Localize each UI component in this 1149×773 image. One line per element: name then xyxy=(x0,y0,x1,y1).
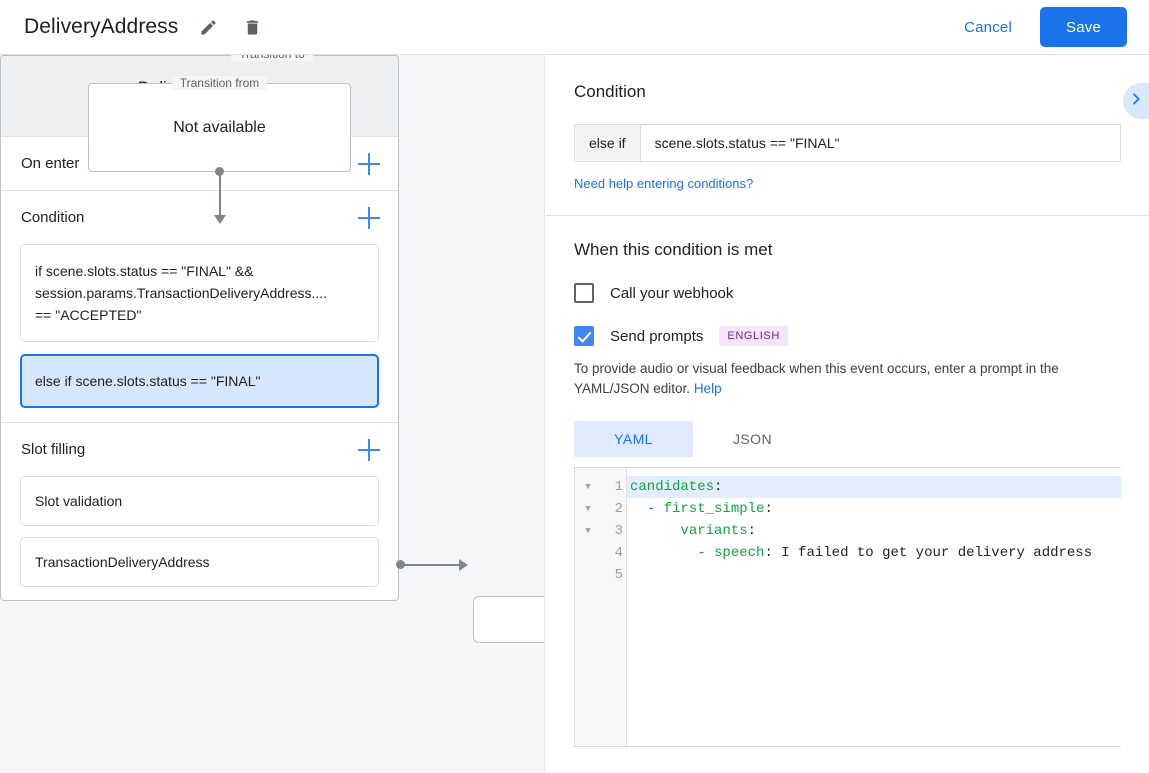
plus-icon-slot-filling[interactable] xyxy=(358,438,380,461)
condition-list-item-selected[interactable]: else if scene.slots.status == "FINAL" xyxy=(20,354,379,408)
panel-collapse-button[interactable] xyxy=(1123,83,1149,119)
transition-from-legend: Transition from xyxy=(171,76,268,90)
condition-line: == "ACCEPTED" xyxy=(35,307,142,323)
trash-icon xyxy=(243,18,262,37)
condition-edge-arrow xyxy=(459,559,468,571)
edge-arrow-down xyxy=(214,215,226,224)
fold-toggle-icon[interactable]: ▼ xyxy=(585,482,591,492)
code-line xyxy=(627,564,1121,586)
section-header-condition: Condition xyxy=(1,191,398,244)
webhook-row: Call your webhook xyxy=(574,283,1121,303)
section-header-slot-filling: Slot filling xyxy=(1,423,398,476)
cancel-button[interactable]: Cancel xyxy=(952,11,1024,44)
details-panel: Condition else if Need help entering con… xyxy=(546,55,1149,773)
section-title-on-enter: On enter xyxy=(21,155,80,172)
editor-format-tabs: YAML JSON xyxy=(574,421,1121,457)
prompts-hint: To provide audio or visual feedback when… xyxy=(574,359,1121,399)
code-line: candidates: xyxy=(627,476,1121,498)
panel-when-met-section: When this condition is met Call your web… xyxy=(546,216,1149,747)
send-prompts-checkbox[interactable] xyxy=(574,326,594,346)
line-number: 4 xyxy=(614,545,623,561)
section-title-slot-filling: Slot filling xyxy=(21,441,86,458)
fold-toggle-icon[interactable]: ▼ xyxy=(585,526,591,536)
slot-list-item[interactable]: TransactionDeliveryAddress xyxy=(20,537,379,587)
editor-fold-column: ▼ ▼ ▼ xyxy=(575,468,601,746)
top-app-bar: DeliveryAddress Cancel Save xyxy=(0,0,1149,55)
condition-line: else if scene.slots.status == "FINAL" xyxy=(35,373,261,389)
tab-json[interactable]: JSON xyxy=(693,421,812,457)
line-number: 3 xyxy=(614,523,623,539)
section-header-on-enter: On enter xyxy=(1,137,398,190)
line-number: 5 xyxy=(614,567,623,583)
edge-vertical-line xyxy=(219,171,221,219)
line-number: 2 xyxy=(614,501,623,517)
send-prompts-row: Send prompts ENGLISH xyxy=(574,326,1121,346)
condition-list-item[interactable]: if scene.slots.status == "FINAL" && sess… xyxy=(20,244,379,342)
editor-line-numbers: 1 2 3 4 5 xyxy=(601,468,627,746)
line-number: 1 xyxy=(614,479,623,495)
section-condition: Condition if scene.slots.status == "FINA… xyxy=(1,191,398,423)
fold-spacer xyxy=(575,542,601,564)
call-webhook-label: Call your webhook xyxy=(610,284,734,302)
prompts-help-link[interactable]: Help xyxy=(693,381,722,396)
pencil-icon xyxy=(199,18,218,37)
slot-list-item[interactable]: Slot validation xyxy=(20,476,379,526)
condition-help-link[interactable]: Need help entering conditions? xyxy=(574,176,754,191)
plus-icon-on-enter[interactable] xyxy=(358,152,380,175)
prompts-hint-text: To provide audio or visual feedback when… xyxy=(574,361,1059,396)
flow-canvas[interactable]: Transition from Not available Transition… xyxy=(0,55,545,773)
plus-icon-condition[interactable] xyxy=(358,206,380,229)
prompt-code-editor[interactable]: ▼ ▼ ▼ 1 2 3 4 5 candidates: - first_simp… xyxy=(574,467,1121,747)
code-line: - speech: I failed to get your delivery … xyxy=(697,545,1093,561)
send-prompts-label: Send prompts xyxy=(610,327,704,345)
fold-spacer xyxy=(575,564,601,586)
condition-edge-dot xyxy=(396,560,405,569)
condition-expression-input[interactable] xyxy=(640,125,1120,161)
section-slot-filling: Slot filling Slot validation Transaction… xyxy=(1,423,398,600)
transition-to-legend: Transition to xyxy=(231,55,313,61)
editor-code-area[interactable]: candidates: - first_simple: variants: - … xyxy=(627,468,1121,746)
panel-condition-heading: Condition xyxy=(574,82,646,101)
call-webhook-checkbox[interactable] xyxy=(574,283,594,303)
condition-prefix-label: else if xyxy=(575,125,641,161)
when-met-heading: When this condition is met xyxy=(574,240,773,259)
condition-input-row: else if xyxy=(574,124,1121,162)
language-badge: ENGLISH xyxy=(719,326,788,346)
chevron-right-icon xyxy=(1128,91,1144,112)
condition-line: if scene.slots.status == "FINAL" && xyxy=(35,263,254,279)
tab-yaml[interactable]: YAML xyxy=(574,421,693,457)
panel-condition-section: Condition else if Need help entering con… xyxy=(546,55,1149,216)
code-line: variants: xyxy=(680,523,757,539)
delete-button[interactable] xyxy=(238,13,266,41)
condition-edge-line xyxy=(404,564,462,566)
section-title-condition: Condition xyxy=(21,209,85,226)
save-button[interactable]: Save xyxy=(1040,7,1127,47)
condition-line: session.params.TransactionDeliveryAddres… xyxy=(35,285,328,301)
transition-from-node[interactable]: Transition from Not available xyxy=(88,76,351,172)
code-line: - first_simple: xyxy=(646,501,773,517)
fold-toggle-icon[interactable]: ▼ xyxy=(585,504,591,514)
section-on-enter: On enter xyxy=(1,137,398,191)
transition-from-value: Not available xyxy=(173,118,266,136)
edit-name-button[interactable] xyxy=(194,13,222,41)
page-title: DeliveryAddress xyxy=(24,15,179,38)
target-node-stub[interactable] xyxy=(473,596,544,643)
